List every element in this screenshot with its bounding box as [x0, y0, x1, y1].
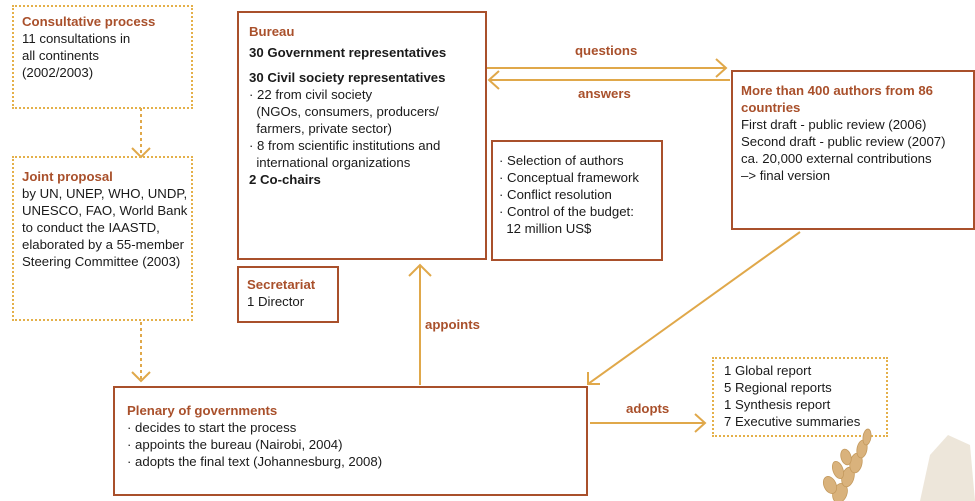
bureau-line-1: · 22 from civil society	[249, 87, 373, 102]
plenary-line-2: · appoints the bureau (Nairobi, 2004)	[127, 437, 343, 452]
reports-line-4: 7 Executive summaries	[724, 414, 861, 429]
reports-box: 1 Global report 5 Regional reports 1 Syn…	[712, 357, 888, 437]
authors-line-4: –> final version	[741, 168, 831, 183]
task-line-3: · Conflict resolution	[499, 187, 612, 202]
reports-line-3: 1 Synthesis report	[724, 397, 831, 412]
adopts-arrowhead	[694, 413, 707, 433]
joint-line-3: to conduct the IAASTD,	[22, 220, 160, 235]
authors-title-2: countries	[741, 100, 801, 115]
bureau-line-5: international organizations	[249, 155, 411, 170]
task-line-2: · Conceptual framework	[499, 170, 639, 185]
answers-label: answers	[578, 86, 631, 101]
joint-line-5: Steering Committee (2003)	[22, 254, 181, 269]
bureau-box: Bureau 30 Government representatives 30 …	[237, 11, 487, 260]
secretariat-line-1: 1 Director	[247, 294, 305, 309]
wheat-illustration	[822, 428, 975, 501]
bureau-tasks-box: · Selection of authors · Conceptual fram…	[491, 140, 663, 261]
appoints-label: appoints	[425, 317, 480, 332]
authors-line-3: ca. 20,000 external contributions	[741, 151, 932, 166]
questions-label: questions	[575, 43, 638, 58]
joint-line-2: UNESCO, FAO, World Bank	[22, 203, 188, 218]
plenary-box: Plenary of governments · decides to star…	[113, 386, 588, 496]
plenary-line-3: · adopts the final text (Johannesburg, 2…	[127, 454, 383, 469]
bureau-gov-reps: 30 Government representatives	[249, 45, 447, 60]
appoints-arrowhead	[408, 263, 432, 277]
adopts-label: adopts	[626, 401, 670, 416]
reports-line-1: 1 Global report	[724, 363, 812, 378]
arrowhead-joint-to-plenary	[131, 371, 151, 383]
reports-line-2: 5 Regional reports	[724, 380, 832, 395]
authors-to-plenary-arrowhead	[587, 372, 600, 385]
bureau-line-4: · 8 from scientific institutions and	[249, 138, 441, 153]
questions-arrowhead	[715, 58, 728, 78]
bureau-cochairs: 2 Co-chairs	[249, 172, 321, 187]
answers-arrowhead	[487, 70, 500, 90]
task-line-1: · Selection of authors	[499, 153, 624, 168]
consultative-line-2: all continents	[22, 48, 99, 63]
consultative-title: Consultative process	[22, 14, 156, 29]
consultative-line-3: (2002/2003)	[22, 65, 94, 80]
task-line-4: · Control of the budget:	[499, 204, 634, 219]
joint-line-4: elaborated by a 55-member	[22, 237, 185, 252]
secretariat-title: Secretariat	[247, 277, 316, 292]
joint-title: Joint proposal	[22, 169, 113, 184]
bureau-line-3: farmers, private sector)	[249, 121, 392, 136]
consultative-process-box: Consultative process 11 consultations in…	[12, 5, 193, 109]
secretariat-box: Secretariat 1 Director	[237, 266, 339, 323]
plenary-title: Plenary of governments	[127, 403, 278, 418]
bureau-title: Bureau	[249, 24, 295, 39]
authors-box: More than 400 authors from 86 countries …	[731, 70, 975, 230]
bureau-line-2: (NGOs, consumers, producers/	[249, 104, 439, 119]
authors-line-1: First draft - public review (2006)	[741, 117, 927, 132]
authors-to-plenary-arrow	[587, 231, 801, 385]
plenary-line-1: · decides to start the process	[127, 420, 297, 435]
task-line-5: 12 million US$	[499, 221, 592, 236]
authors-line-2: Second draft - public review (2007)	[741, 134, 946, 149]
authors-title-1: More than 400 authors from 86	[741, 83, 933, 98]
consultative-line-1: 11 consultations in	[22, 31, 131, 46]
joint-line-1: by UN, UNEP, WHO, UNDP,	[22, 186, 188, 201]
bureau-civil-reps: 30 Civil society representatives	[249, 70, 446, 85]
joint-proposal-box: Joint proposal by UN, UNEP, WHO, UNDP, U…	[12, 156, 193, 321]
